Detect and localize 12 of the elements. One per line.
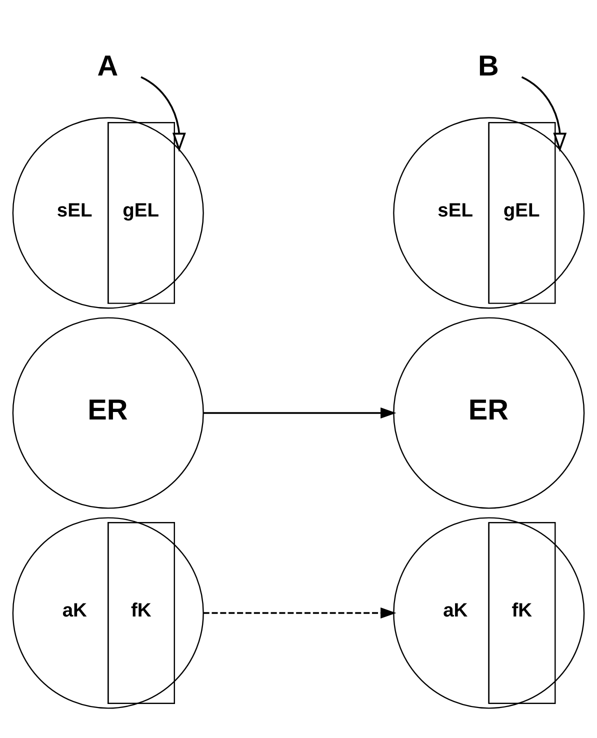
arrow	[203, 407, 396, 418]
node-circle: ER	[12, 317, 204, 509]
node-text: B	[478, 50, 499, 82]
arrow	[140, 76, 186, 152]
node-circle: sEL gEL	[393, 117, 585, 309]
node-circle: aK fK	[393, 517, 585, 709]
node-text: A	[97, 50, 118, 82]
node-circle: aK fK	[12, 517, 204, 709]
arrow	[203, 608, 396, 618]
node-circle: ER	[393, 317, 585, 509]
node-circle: sEL gEL	[12, 117, 204, 309]
arrow	[521, 76, 567, 152]
